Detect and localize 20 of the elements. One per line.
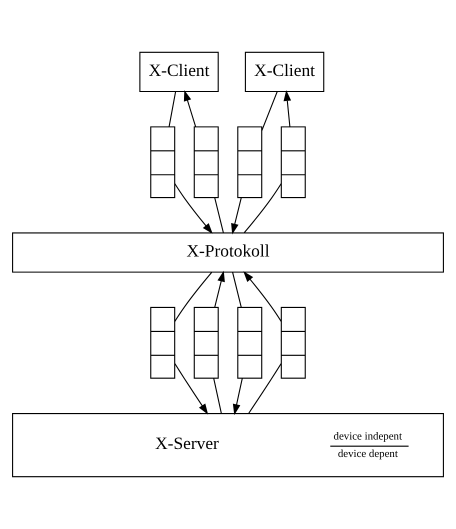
connector [168,92,176,127]
connector [214,198,224,233]
arrow [174,183,213,234]
node-box: X-Client [244,52,324,92]
connector [213,378,222,414]
arrow [174,363,208,415]
arrow [214,270,225,308]
arrow [184,90,196,127]
connector [232,272,242,308]
node-box: X-Server device indepent device depent [12,413,444,478]
connector [244,183,282,233]
arrow [231,198,242,234]
arrow [232,378,243,416]
arrow [284,90,292,127]
connector [261,92,278,131]
connector [248,363,282,414]
connector [174,272,212,322]
node-box: X-Protokoll [12,232,444,273]
node-box: X-Client [139,52,219,92]
arrow [243,271,282,322]
